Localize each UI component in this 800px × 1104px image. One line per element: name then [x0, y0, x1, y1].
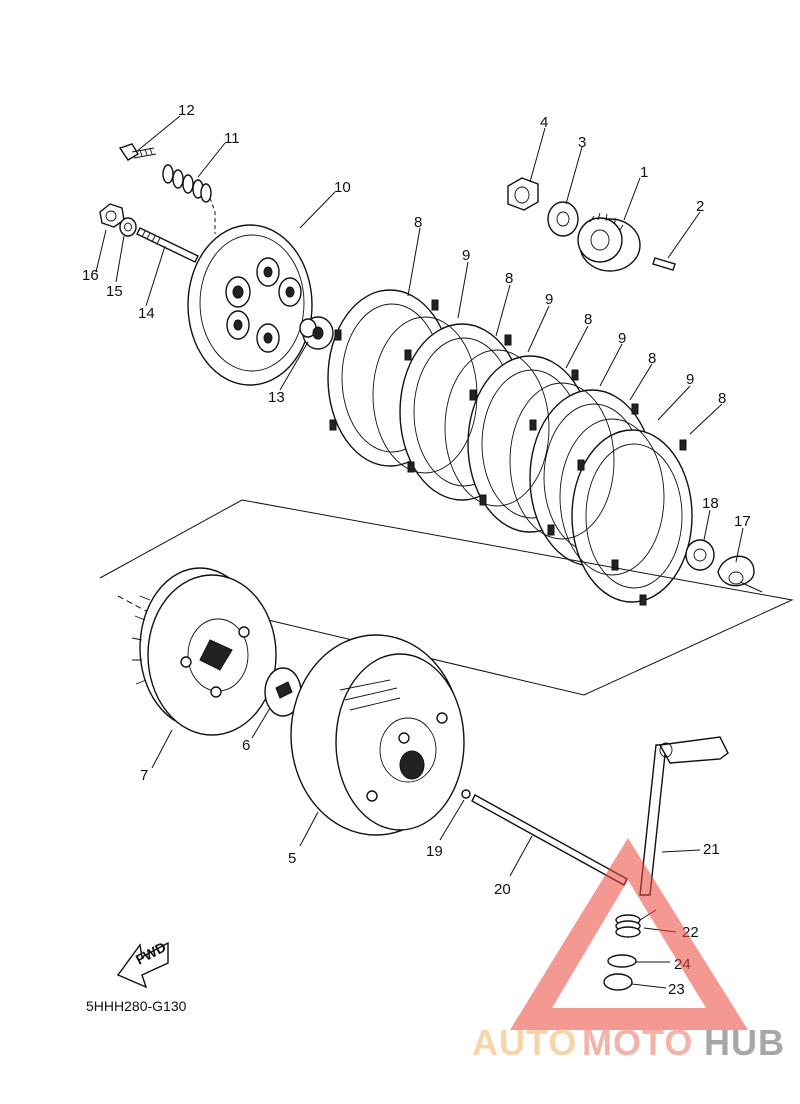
fwd-arrow-icon: FWD — [116, 939, 169, 989]
part-20-pushrod — [471, 794, 628, 886]
callout-10: 10 — [334, 179, 351, 196]
callout-5: 5 — [288, 850, 296, 867]
part-17-plate — [717, 555, 763, 593]
callout-12: 12 — [178, 102, 195, 119]
watermark-hub: HUB — [704, 1022, 785, 1063]
callout-labels: 12 11 10 4 3 1 2 16 15 14 13 8 9 8 9 8 9… — [82, 102, 751, 998]
part-13-bearing — [299, 316, 334, 350]
callout-16: 16 — [82, 267, 99, 284]
watermark-auto: AUTO — [472, 1022, 577, 1063]
leader-lines — [95, 115, 744, 989]
callout-8-b: 8 — [505, 270, 513, 287]
callout-8-d: 8 — [648, 350, 656, 367]
watermark-moto: MOTO — [582, 1022, 693, 1063]
callout-8-e: 8 — [718, 390, 726, 407]
part-5-clutch-housing — [290, 634, 465, 836]
watermark-triangle-icon — [510, 838, 748, 1030]
callout-23: 23 — [668, 981, 685, 998]
watermark: AUTO MOTO HUB — [472, 838, 785, 1063]
part-15-washer — [119, 217, 137, 237]
part-2-key — [652, 257, 676, 271]
part-6-washer — [264, 667, 302, 717]
part-21-push-lever — [639, 736, 729, 896]
callout-9-c: 9 — [618, 330, 626, 347]
callout-20: 20 — [494, 881, 511, 898]
part-22-spring — [615, 909, 657, 938]
callout-18: 18 — [702, 495, 719, 512]
part-4-nut — [507, 177, 539, 211]
callout-2: 2 — [696, 198, 704, 215]
callout-7: 7 — [140, 767, 148, 784]
part-11-spring — [162, 164, 216, 234]
callout-21: 21 — [703, 841, 720, 858]
clutch-plates — [327, 289, 693, 606]
part-23-washer — [603, 973, 633, 991]
part-19-ball — [461, 789, 471, 799]
callout-9-b: 9 — [545, 291, 553, 308]
part-10-pressure-plate — [187, 224, 313, 386]
callout-8-c: 8 — [584, 311, 592, 328]
callout-4: 4 — [540, 114, 548, 131]
callout-3: 3 — [578, 134, 586, 151]
callout-13: 13 — [268, 389, 285, 406]
part-12-bolt — [118, 143, 157, 161]
callout-17: 17 — [734, 513, 751, 530]
callout-9-d: 9 — [686, 371, 694, 388]
part-3-washer — [547, 201, 579, 237]
callout-8-a: 8 — [414, 214, 422, 231]
callout-11: 11 — [224, 130, 240, 147]
callout-1: 1 — [640, 164, 648, 181]
part-18-bearing — [685, 539, 715, 571]
part-24-circlip — [607, 954, 637, 968]
part-1-drive-gear — [577, 212, 641, 272]
callout-6: 6 — [242, 737, 250, 754]
part-7-clutch-boss — [131, 567, 277, 736]
callout-9-a: 9 — [462, 247, 470, 264]
callout-14: 14 — [138, 305, 155, 322]
assembly-outline — [99, 499, 794, 696]
callout-15: 15 — [106, 283, 123, 300]
callout-19: 19 — [426, 843, 443, 860]
part-14-pushrod — [136, 227, 199, 263]
drawing-code: 5HHH280-G130 — [86, 998, 187, 1014]
